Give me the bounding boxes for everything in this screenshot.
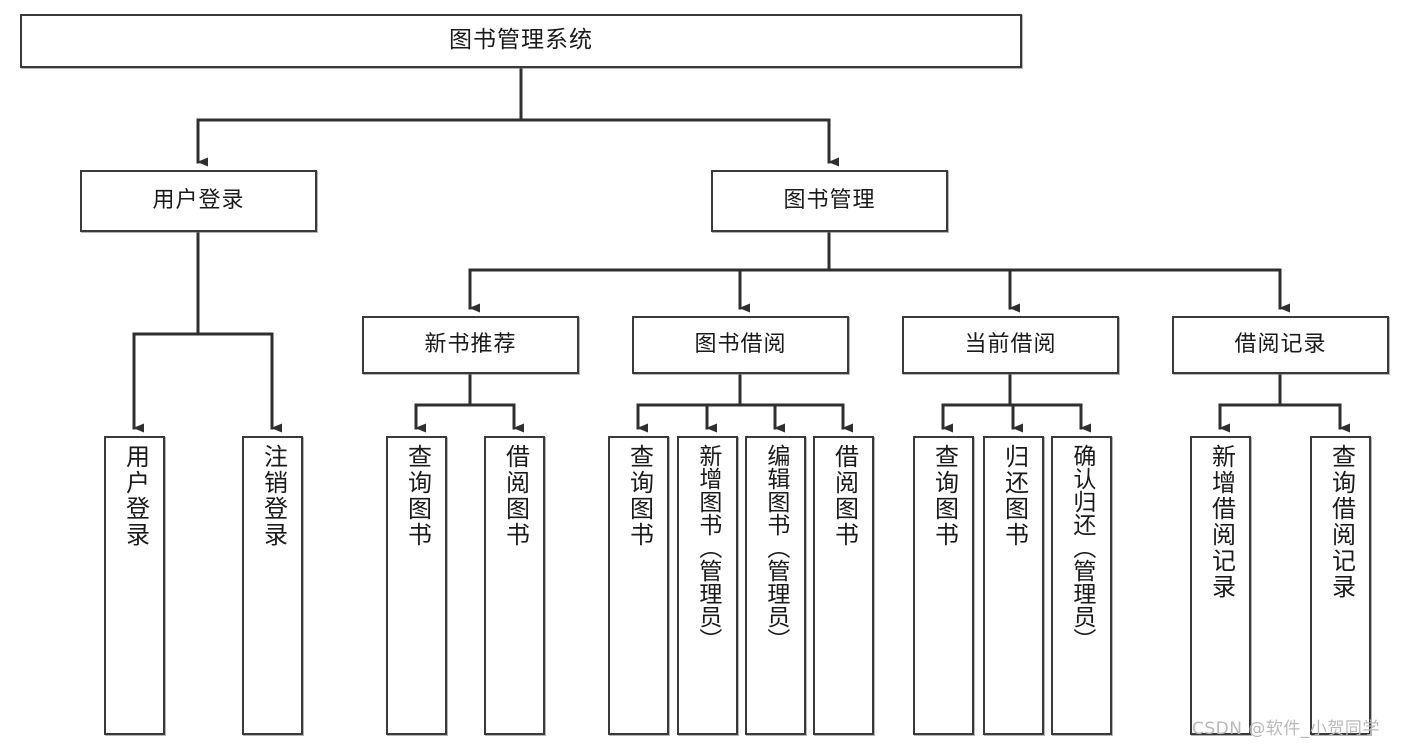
leaf-user-logout[interactable]: 注销登录 <box>242 436 303 735</box>
leaf-borrow-book-borrowing[interactable]: 借阅图书 <box>813 436 874 735</box>
node-label: 图书管理系统 <box>449 27 593 54</box>
leaf-query-book-new-book[interactable]: 查询图书 <box>386 436 447 735</box>
node-label: 查询图书 <box>403 444 432 548</box>
leaf-add-book-admin[interactable]: 新增图书（管理员） <box>677 436 738 735</box>
node-label: 借阅图书 <box>501 444 530 548</box>
node-label: 借阅图书 <box>830 444 859 548</box>
node-root-book-management-system[interactable]: 图书管理系统 <box>20 14 1022 68</box>
leaf-borrow-book-new-book[interactable]: 借阅图书 <box>484 436 545 735</box>
node-label: 归还图书 <box>1000 444 1029 548</box>
node-label: 借阅记录 <box>1234 331 1327 357</box>
node-current-borrowing[interactable]: 当前借阅 <box>902 316 1119 374</box>
node-label: 用户登录 <box>152 187 245 213</box>
leaf-query-book-borrowing[interactable]: 查询图书 <box>608 436 669 735</box>
leaf-confirm-return-admin[interactable]: 确认归还（管理员） <box>1051 436 1112 735</box>
node-label: 新书推荐 <box>424 331 517 357</box>
node-label: 新增借阅记录 <box>1207 444 1236 600</box>
node-label: 查询图书 <box>930 444 959 548</box>
node-label: 当前借阅 <box>964 331 1057 357</box>
node-label: 图书借阅 <box>694 331 787 357</box>
node-label: 编辑图书（管理员） <box>762 444 789 651</box>
leaf-edit-book-admin[interactable]: 编辑图书（管理员） <box>745 436 806 735</box>
node-user-login[interactable]: 用户登录 <box>80 170 317 232</box>
node-label: 查询借阅记录 <box>1327 444 1356 600</box>
node-label: 注销登录 <box>259 444 288 548</box>
leaf-query-borrow-record[interactable]: 查询借阅记录 <box>1310 436 1371 735</box>
node-label: 新增图书（管理员） <box>694 444 721 651</box>
leaf-return-book[interactable]: 归还图书 <box>983 436 1044 735</box>
node-new-book-recommendation[interactable]: 新书推荐 <box>362 316 579 374</box>
node-book-management[interactable]: 图书管理 <box>711 170 948 232</box>
leaf-query-book-current[interactable]: 查询图书 <box>913 436 974 735</box>
node-label: 查询图书 <box>625 444 654 548</box>
node-label: 图书管理 <box>783 187 876 213</box>
node-borrowing-record[interactable]: 借阅记录 <box>1172 316 1389 374</box>
leaf-add-borrow-record[interactable]: 新增借阅记录 <box>1190 436 1251 735</box>
leaf-user-login[interactable]: 用户登录 <box>104 436 165 735</box>
node-book-borrowing[interactable]: 图书借阅 <box>632 316 849 374</box>
node-label: 确认归还（管理员） <box>1068 444 1095 651</box>
node-label: 用户登录 <box>121 444 150 548</box>
